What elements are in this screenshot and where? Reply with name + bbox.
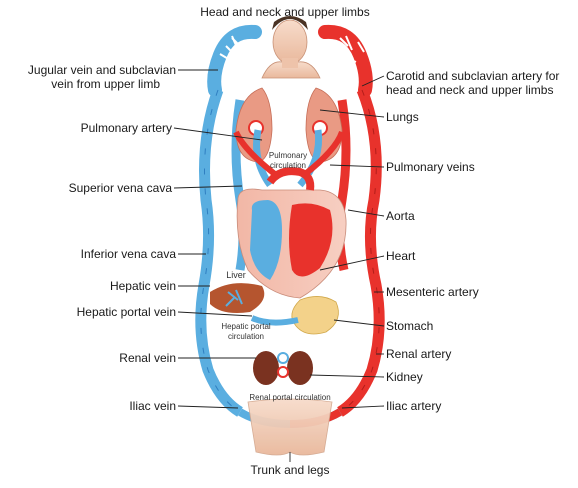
label-stomach: Stomach <box>386 319 433 333</box>
heart <box>237 171 346 298</box>
liver <box>210 283 264 313</box>
upper-capillaries-artery <box>325 32 366 90</box>
liver-label: Liver <box>226 270 246 280</box>
hepatic-portal-label-2: circulation <box>228 332 264 341</box>
label-renal-artery: Renal artery <box>386 347 451 361</box>
stomach <box>292 296 339 334</box>
label-mesenteric-artery: Mesenteric artery <box>386 285 479 299</box>
label-renal-vein: Renal vein <box>119 351 176 365</box>
label-inferior-vena-cava: Inferior vena cava <box>81 247 177 261</box>
label-jugular-2: vein from upper limb <box>51 77 160 91</box>
label-iliac-vein: Iliac vein <box>129 399 176 413</box>
upper-capillaries-vein <box>214 32 255 90</box>
label-carotid-1: Carotid and subclavian artery for <box>386 69 559 83</box>
label-lungs: Lungs <box>386 110 419 124</box>
head-figure <box>262 16 320 78</box>
label-kidney: Kidney <box>386 370 423 384</box>
systemic-artery-loop <box>339 90 379 412</box>
label-aorta: Aorta <box>386 209 415 223</box>
legs-figure <box>248 399 332 455</box>
label-jugular-1: Jugular vein and subclavian <box>28 63 176 77</box>
label-head-neck: Head and neck and upper limbs <box>200 5 369 19</box>
label-iliac-artery: Iliac artery <box>386 399 441 413</box>
label-heart: Heart <box>386 249 416 263</box>
label-hepatic-portal-vein: Hepatic portal vein <box>77 305 176 319</box>
renal-portal-label: Renal portal circulation <box>249 393 330 402</box>
hepatic-portal-label-1: Hepatic portal <box>221 322 271 331</box>
label-trunk-legs: Trunk and legs <box>251 463 330 477</box>
pulmonary-circulation-label-2: circulation <box>270 161 306 170</box>
label-pulmonary-artery: Pulmonary artery <box>81 121 172 135</box>
pulmonary-circulation-label-1: Pulmonary <box>269 151 307 160</box>
label-pulmonary-veins: Pulmonary veins <box>386 160 475 174</box>
kidneys <box>253 351 313 385</box>
label-carotid-2: head and neck and upper limbs <box>386 83 553 97</box>
label-hepatic-vein: Hepatic vein <box>110 279 176 293</box>
label-superior-vena-cava: Superior vena cava <box>69 181 173 195</box>
